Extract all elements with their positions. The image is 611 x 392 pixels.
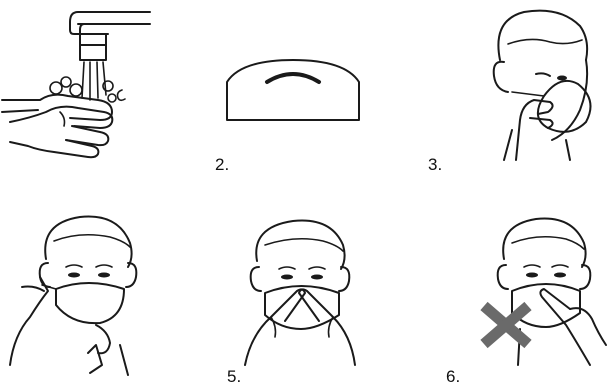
step-3-number: 3.: [428, 155, 442, 175]
step-5-panel: 5.: [205, 205, 405, 392]
step-2-number: 2.: [215, 155, 229, 175]
adjust-straps-illustration: [0, 205, 160, 375]
step-6-panel: 6.: [420, 205, 611, 392]
hand-washing-illustration: [0, 0, 160, 170]
step-6-number: 6.: [446, 367, 460, 387]
step-4-panel: [0, 205, 160, 392]
mask-illustration: [205, 0, 405, 130]
step-5-number: 5.: [227, 367, 241, 387]
step-3-panel: 3.: [420, 0, 611, 180]
press-nosepiece-illustration: [205, 205, 405, 365]
cross-mark-icon: [476, 300, 536, 350]
step-2-panel: 2.: [205, 0, 405, 180]
place-mask-illustration: [420, 0, 611, 160]
step-1-panel: [0, 0, 160, 170]
